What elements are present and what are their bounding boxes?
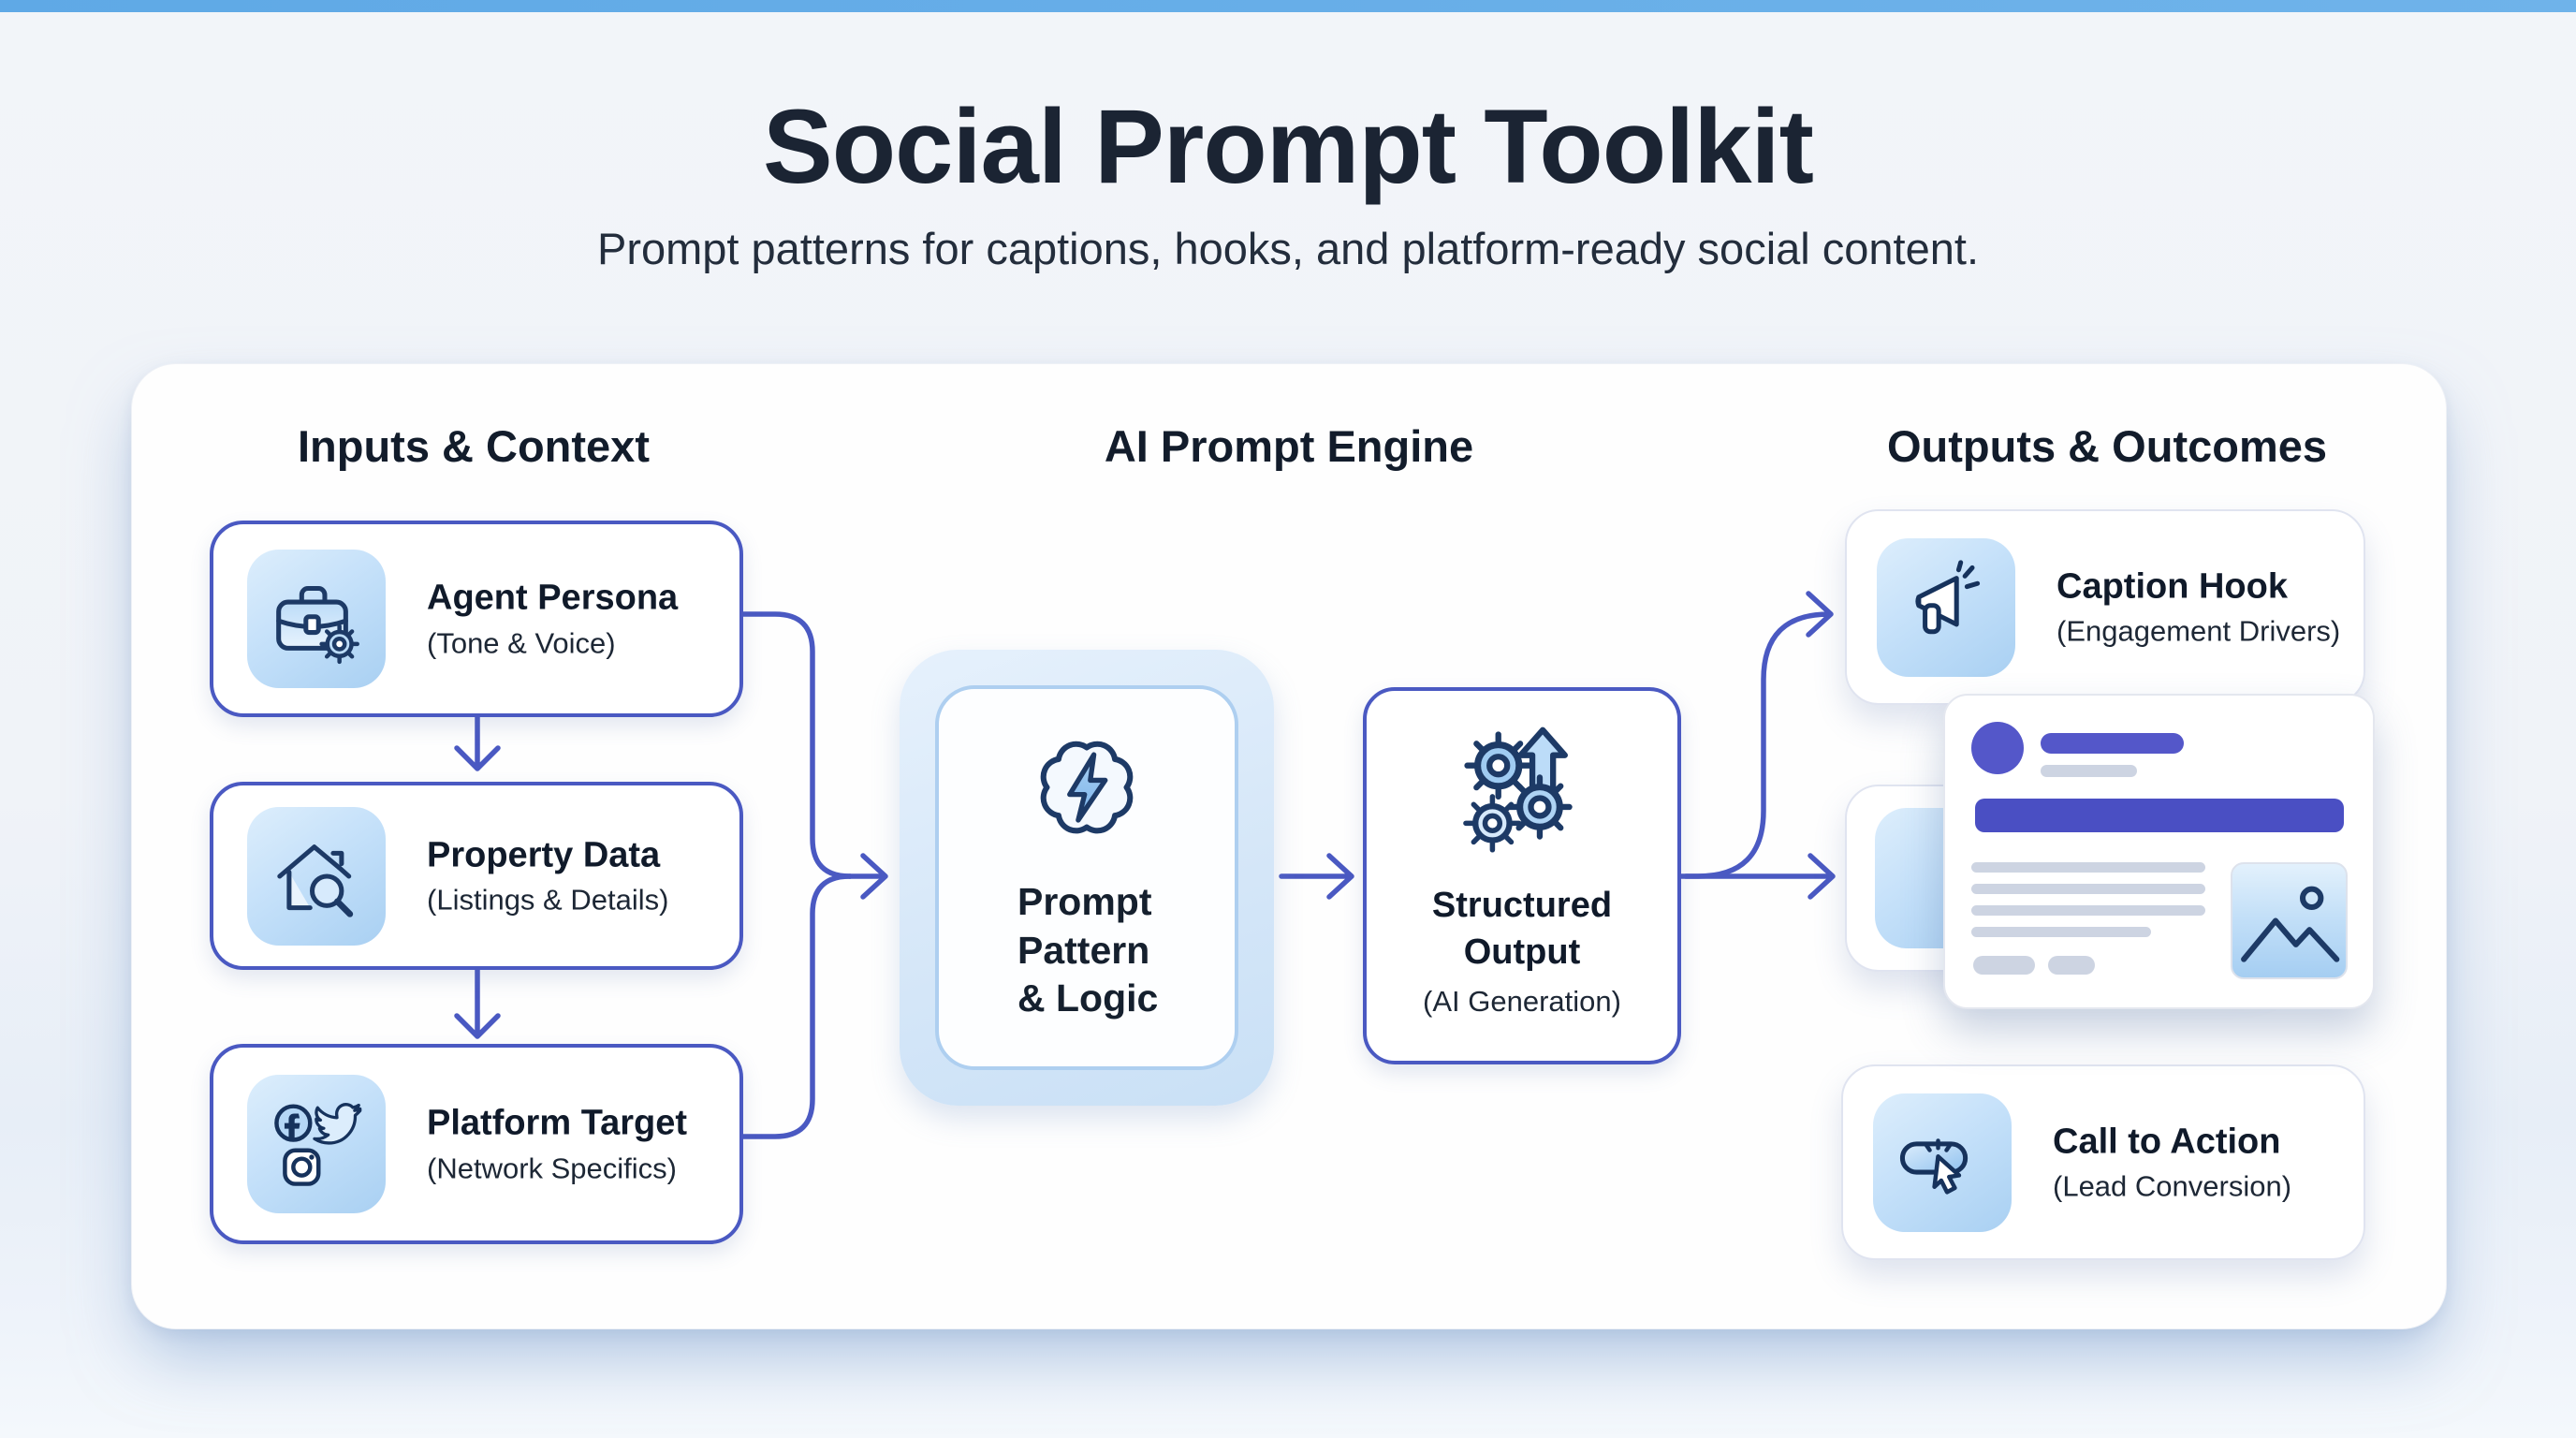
structured-output-subtitle: (AI Generation) [1423,985,1621,1018]
post-text-line [1971,884,2205,894]
post-text-line [1971,862,2205,873]
social-networks-icon [274,1103,362,1186]
connector-agent-to-engine [733,611,853,879]
page-title: Social Prompt Toolkit [763,88,1814,205]
agent-persona-icon-tile [247,550,386,688]
prompt-pattern-box: Prompt Pattern & Logic [900,650,1274,1106]
arrow-property-to-platform [454,965,501,1039]
post-action-pill [1973,956,2035,975]
twitter-icon [313,1103,362,1145]
structured-output-box: Structured Output (AI Generation) [1363,687,1681,1064]
megaphone-icon [1915,559,1981,634]
column-header-inputs: Inputs & Context [298,421,650,471]
instagram-icon [283,1148,321,1186]
facebook-icon [274,1104,313,1142]
social-post-card [1943,694,2375,1009]
agent-persona-title: Agent Persona [427,578,679,618]
post-name-bar [2041,733,2184,754]
call-to-action-icon-tile [1873,1093,2012,1232]
brain-bolt-icon [1016,713,1158,856]
caption-hook-icon-tile [1877,537,2015,677]
briefcase-gear-icon [276,586,359,665]
diagram-panel: Inputs & Context AI Prompt Engine Output… [131,363,2447,1329]
property-data-title: Property Data [427,834,661,874]
post-headline-bar [1975,799,2344,832]
avatar [1971,722,2024,774]
house-search-icon [277,844,354,917]
column-header-outputs: Outputs & Outcomes [1886,421,2328,471]
structured-output-line2: Output [1463,932,1581,972]
call-to-action-title: Call to Action [2053,1121,2281,1161]
platform-target-title: Platform Target [427,1103,688,1143]
call-to-action-subtitle: (Lead Conversion) [2053,1169,2292,1203]
flow-connectors [454,591,1836,1139]
arrow-agent-to-property [454,713,501,771]
property-data-subtitle: (Listings & Details) [427,883,669,917]
post-handle-bar [2041,765,2137,777]
platform-target-icon-tile [247,1075,386,1213]
output-box-caption-hook: Caption Hook (Engagement Drivers) [1845,509,2365,705]
caption-hook-subtitle: (Engagement Drivers) [2056,614,2341,648]
prompt-line-1: Prompt [1017,880,1152,923]
gears-up-arrow-icon [1448,715,1596,863]
connector-platform-to-engine [733,873,853,1139]
column-header-engine: AI Prompt Engine [1104,421,1474,471]
post-action-pill [2048,956,2095,975]
prompt-line-2: Pattern [1017,928,1150,972]
property-data-icon-tile [247,806,386,946]
post-text-line [1971,905,2205,916]
input-box-agent-persona: Agent Persona (Tone & Voice) [210,521,743,717]
connector-structured-up-branch [1683,591,1834,879]
output-box-call-to-action: Call to Action (Lead Conversion) [1841,1064,2365,1260]
input-box-property-data: Property Data (Listings & Details) [210,782,743,970]
platform-target-subtitle: (Network Specifics) [427,1152,677,1185]
prompt-line-3: & Logic [1017,976,1159,1020]
arrowhead-into-engine [860,853,888,900]
prompt-pattern-inner: Prompt Pattern & Logic [935,685,1238,1070]
page-subtitle: Prompt patterns for captions, hooks, and… [596,224,1980,273]
structured-output-line1: Structured [1431,886,1613,925]
cta-click-icon [1899,1137,1969,1195]
agent-persona-subtitle: (Tone & Voice) [427,626,616,660]
post-text-line [1971,927,2151,937]
caption-hook-title: Caption Hook [2056,565,2288,606]
top-accent-bar [0,0,2576,12]
arrow-prompt-to-structured [1279,853,1354,900]
input-box-platform-target: Platform Target (Network Specifics) [210,1044,743,1244]
image-placeholder-icon [2241,886,2340,962]
post-image-placeholder [2231,862,2348,979]
